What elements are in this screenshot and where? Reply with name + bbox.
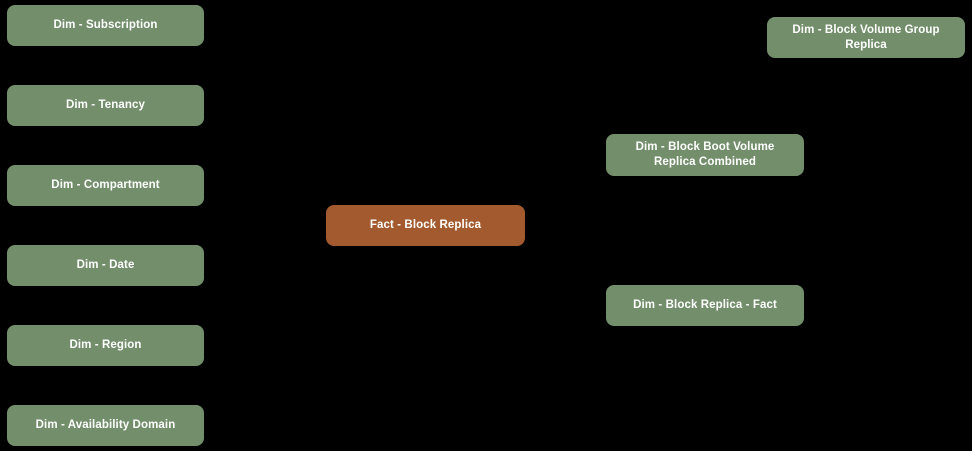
node-dim-subscription[interactable]: Dim - Subscription (7, 5, 204, 46)
node-dim-block-volume-group-replica[interactable]: Dim - Block Volume Group Replica (767, 17, 965, 58)
node-label: Dim - Block Boot Volume Replica Combined (635, 141, 775, 168)
node-fact-block-replica[interactable]: Fact - Block Replica (326, 205, 525, 246)
node-label: Dim - Block Volume Group Replica (792, 23, 940, 51)
node-label: Dim - Date (76, 259, 135, 271)
node-dim-date[interactable]: Dim - Date (7, 245, 204, 286)
node-dim-region[interactable]: Dim - Region (7, 325, 204, 366)
node-dim-tenancy[interactable]: Dim - Tenancy (7, 85, 204, 126)
node-dim-block-replica-fact[interactable]: Dim - Block Replica - Fact (606, 285, 804, 326)
node-label: Dim - Region (69, 339, 142, 351)
node-label: Dim - Availability Domain (35, 419, 176, 431)
node-dim-availability-domain[interactable]: Dim - Availability Domain (7, 405, 204, 446)
node-dim-compartment[interactable]: Dim - Compartment (7, 165, 204, 206)
node-dim-block-boot-volume-replica-combined[interactable]: Dim - Block Boot Volume Replica Combined (606, 134, 804, 176)
node-label: Fact - Block Replica (369, 219, 482, 231)
node-label: Dim - Block Replica - Fact (633, 299, 777, 311)
node-label: Dim - Compartment (51, 179, 160, 191)
node-label: Dim - Subscription (53, 19, 158, 31)
node-label: Dim - Tenancy (65, 99, 146, 111)
